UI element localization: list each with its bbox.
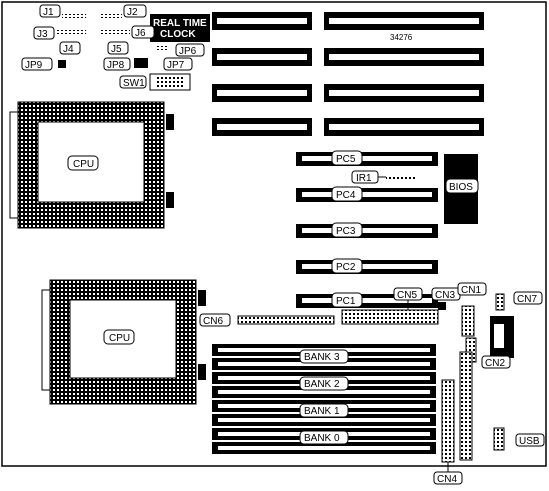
bios-chip: BIOS	[444, 154, 479, 224]
svg-text:CN5: CN5	[397, 290, 417, 301]
svg-text:JP8: JP8	[107, 60, 125, 71]
svg-text:JP6: JP6	[179, 46, 197, 57]
connector-cn6: CN6	[199, 313, 335, 327]
jumper-jp6: JP6	[156, 43, 205, 57]
jumper-jp7: JP7	[163, 57, 193, 71]
svg-text:JP7: JP7	[167, 60, 185, 71]
jumper-j2: J2	[100, 4, 147, 18]
svg-text:PC4: PC4	[336, 190, 356, 201]
svg-text:USB: USB	[519, 436, 540, 447]
svg-text:CN6: CN6	[203, 316, 223, 327]
jumper-jp9: JP9	[21, 57, 66, 71]
switch-sw1: SW1	[119, 73, 191, 91]
svg-text:CN7: CN7	[517, 294, 537, 305]
connector-cn5: CN5	[341, 287, 439, 325]
bank-label-3: BANK 3	[299, 349, 349, 364]
svg-text:PC1: PC1	[336, 296, 356, 307]
svg-text:BANK 3: BANK 3	[304, 352, 340, 363]
svg-text:CN2: CN2	[485, 358, 505, 369]
jumper-j4: J4	[59, 41, 81, 55]
svg-text:PC3: PC3	[336, 226, 356, 237]
svg-text:BANK 2: BANK 2	[304, 379, 340, 390]
ir1-connector: IR1	[351, 170, 416, 184]
svg-text:J6: J6	[135, 28, 146, 39]
svg-text:CN3: CN3	[435, 290, 455, 301]
pc-slot-2: PC2	[296, 258, 438, 274]
pc-slot-4: PC4	[296, 186, 438, 202]
connector-usb: USB	[493, 427, 545, 451]
svg-text:IR1: IR1	[356, 173, 372, 184]
jumper-j6: J6	[100, 25, 155, 39]
svg-text:BANK 1: BANK 1	[304, 406, 340, 417]
rtc-chip	[150, 14, 210, 42]
jumper-j1: J1	[39, 4, 86, 18]
cpu-label-2: CPU	[109, 333, 130, 344]
connector-cn4: CN4	[433, 351, 473, 485]
cpu-socket-1: CPU	[9, 101, 174, 229]
svg-text:J2: J2	[127, 7, 138, 18]
bank-label-2: BANK 2	[299, 376, 349, 391]
svg-text:SW1: SW1	[123, 78, 145, 89]
connector-cn2: CN2	[465, 316, 514, 369]
jumper-jp8: JP8	[103, 57, 148, 71]
cpu-socket-2: CPU	[41, 279, 206, 405]
svg-text:J1: J1	[43, 7, 54, 18]
rtc-label-line2: CLOCK	[160, 29, 196, 40]
connector-cn1: CN1	[457, 282, 487, 337]
svg-text:J3: J3	[37, 29, 48, 40]
svg-text:JP9: JP9	[25, 60, 43, 71]
svg-text:CN1: CN1	[461, 285, 481, 296]
jumper-j3: J3	[33, 26, 86, 40]
svg-text:PC5: PC5	[336, 154, 356, 165]
svg-text:CN4: CN4	[437, 474, 457, 485]
svg-text:J5: J5	[111, 44, 122, 55]
board-id-text: 34276	[390, 33, 413, 42]
jumper-j5: J5	[107, 41, 129, 55]
bank-label-0: BANK 0	[299, 430, 349, 445]
svg-text:BANK 0: BANK 0	[304, 433, 340, 444]
connector-cn7: CN7	[495, 291, 543, 311]
svg-text:J4: J4	[63, 44, 74, 55]
cpu-label-1: CPU	[73, 159, 94, 170]
pc-slot-5: PC5	[296, 150, 438, 166]
rtc-label-line1: REAL TIME	[153, 18, 207, 29]
svg-text:BIOS: BIOS	[449, 182, 473, 193]
svg-text:PC2: PC2	[336, 262, 356, 273]
bank-label-1: BANK 1	[299, 403, 349, 418]
pc-slot-3: PC3	[296, 222, 438, 238]
